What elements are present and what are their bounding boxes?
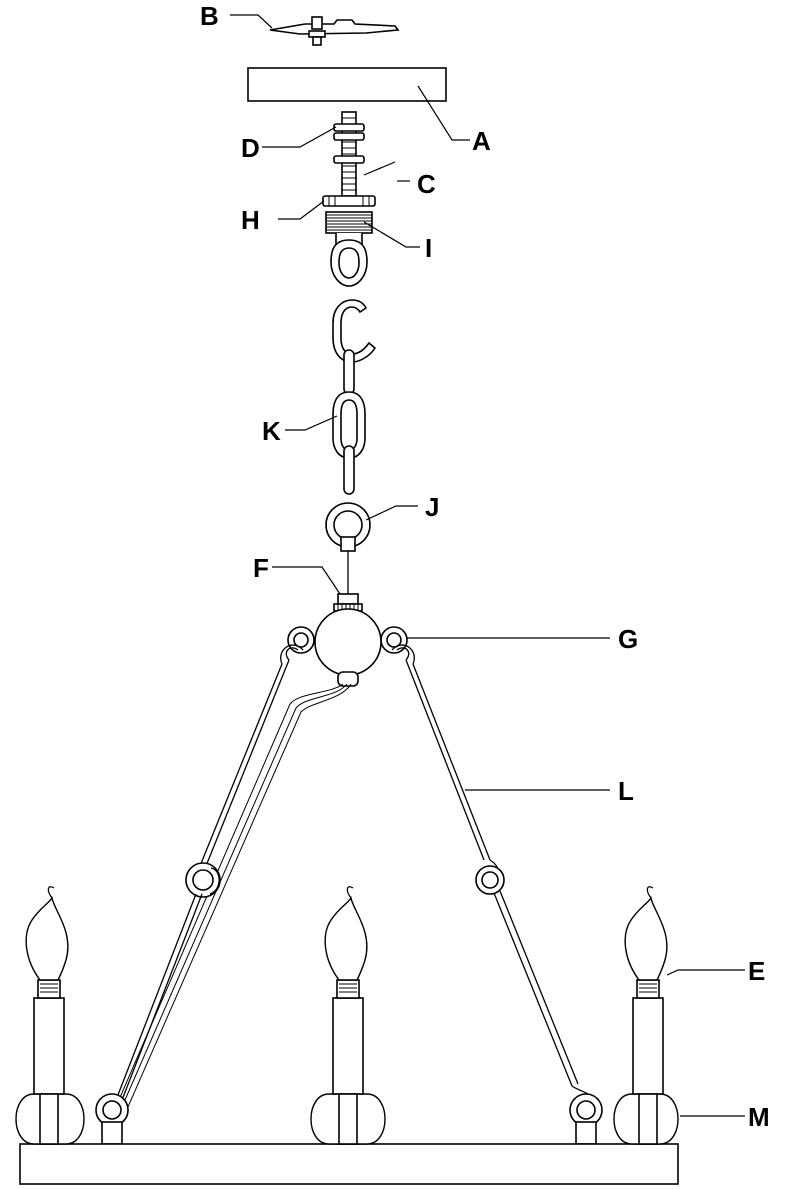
- candle-light-right: [613, 886, 679, 1145]
- candle-light-center: [310, 886, 386, 1145]
- leader-lines: [230, 14, 745, 1117]
- threaded-rod: [333, 111, 365, 197]
- label-g: G: [618, 624, 638, 654]
- label-b: B: [200, 1, 219, 31]
- label-c: C: [417, 169, 436, 199]
- canopy: [247, 67, 447, 102]
- label-h: H: [241, 205, 260, 235]
- label-f: F: [253, 553, 269, 583]
- label-m: M: [748, 1102, 770, 1132]
- screw-collar-loop: [325, 211, 373, 287]
- candle-light-left: [15, 886, 85, 1145]
- label-a: A: [472, 126, 491, 156]
- mounting-bracket: [269, 16, 400, 46]
- label-k: K: [262, 416, 281, 446]
- ring: [19, 1143, 679, 1185]
- label-i: I: [425, 233, 432, 263]
- label-j: J: [425, 492, 439, 522]
- support-arms: [111, 644, 593, 1117]
- label-e: E: [748, 956, 765, 986]
- lock-washer: [322, 195, 376, 207]
- ring-loops: [95, 1093, 603, 1145]
- finial-nut: [333, 593, 363, 612]
- hub-ball: [287, 608, 408, 687]
- label-l: L: [618, 776, 634, 806]
- loop: [325, 502, 371, 552]
- label-d: D: [241, 133, 260, 163]
- chain: [332, 299, 377, 495]
